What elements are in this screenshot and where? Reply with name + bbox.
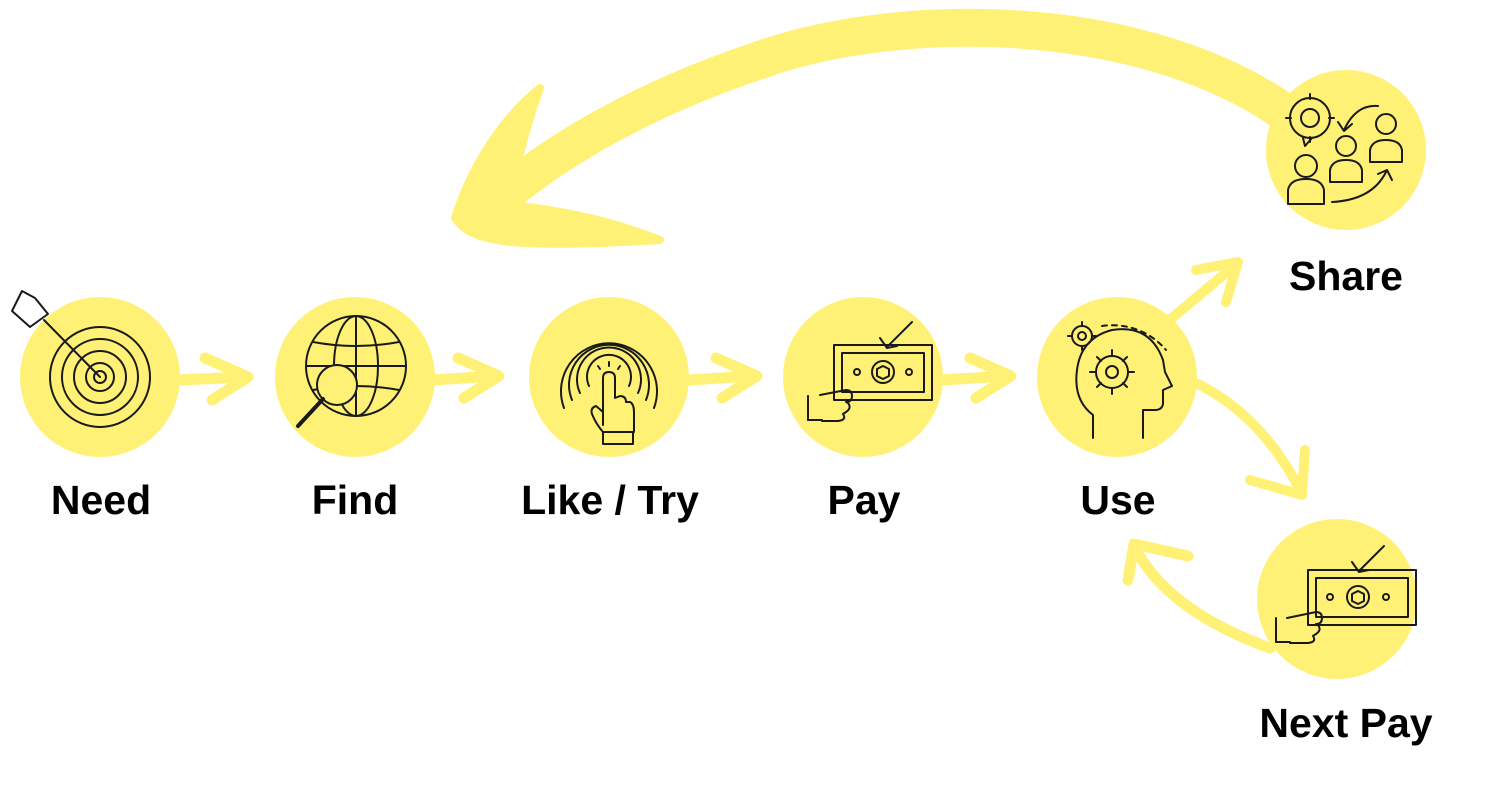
arrow-nextpay-to-use [1122, 538, 1276, 654]
arrow-find-to-like [426, 352, 505, 404]
like-try-label: Like / Try [521, 477, 699, 523]
use-label: Use [1080, 477, 1156, 523]
touch-finger-icon [560, 342, 658, 445]
hand-money-icon [1275, 545, 1417, 644]
arrow-share-to-find [451, 8, 1314, 248]
step-circles [20, 70, 1426, 679]
arrows [172, 8, 1314, 654]
like-try-circle [529, 297, 689, 457]
arrow-use-to-nextpay [1193, 379, 1310, 500]
find-label: Find [311, 477, 399, 523]
target-arrow-icon [11, 290, 151, 428]
pay-label: Pay [827, 477, 901, 523]
need-label: Need [50, 477, 152, 523]
arrow-pay-to-use [936, 352, 1017, 404]
head-gears-icon [1067, 321, 1173, 439]
next-pay-circle [1257, 519, 1417, 679]
hand-money-icon [807, 321, 933, 422]
use-circle [1037, 297, 1197, 457]
share-label: Share [1289, 253, 1403, 299]
people-share-icon [1285, 93, 1403, 205]
next-pay-label: Next Pay [1259, 700, 1433, 746]
globe-magnifier-icon [296, 315, 407, 428]
arrow-like-to-pay [682, 352, 763, 404]
arrow-use-to-share [1167, 257, 1243, 323]
pay-circle [783, 297, 943, 457]
arrow-need-to-find [172, 352, 254, 406]
